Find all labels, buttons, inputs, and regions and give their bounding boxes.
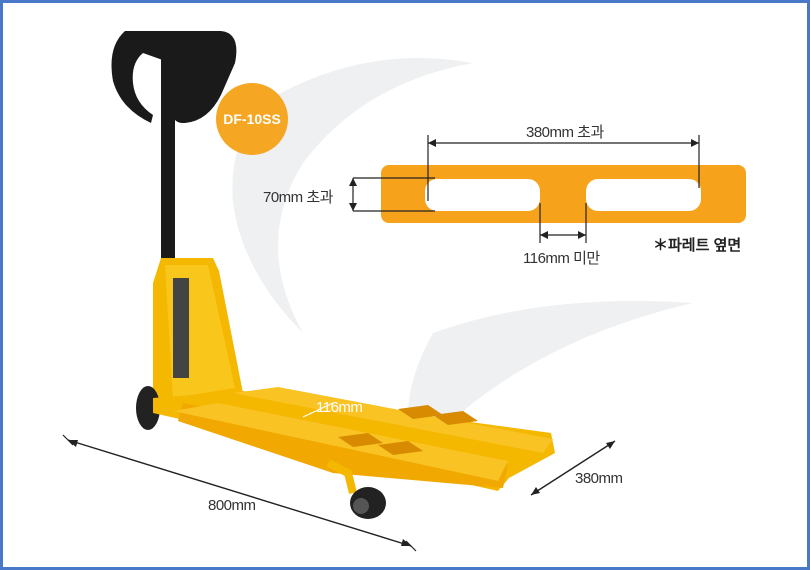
background-swoosh [232, 58, 693, 483]
width-label: 380mm [575, 470, 623, 487]
steer-wheel [136, 386, 160, 430]
pallet-width-label: 116mm 미만 [523, 250, 600, 267]
pallet-gap-label: 380mm 초과 [526, 124, 604, 141]
pallet-slot-left [425, 179, 540, 211]
pallet-slot-right [586, 179, 701, 211]
fork-width-label: 116mm [316, 399, 363, 416]
handle-shaft [161, 37, 175, 267]
length-label: 800mm [208, 497, 256, 514]
pallet-height-label: 70mm 초과 [263, 189, 333, 206]
model-tag: DF-10SS [216, 83, 288, 155]
pallet-caption: ＊파레트 옆면 [653, 237, 742, 254]
pallet-jack-illustration [111, 31, 555, 519]
pallet-side-diagram [62, 135, 746, 552]
